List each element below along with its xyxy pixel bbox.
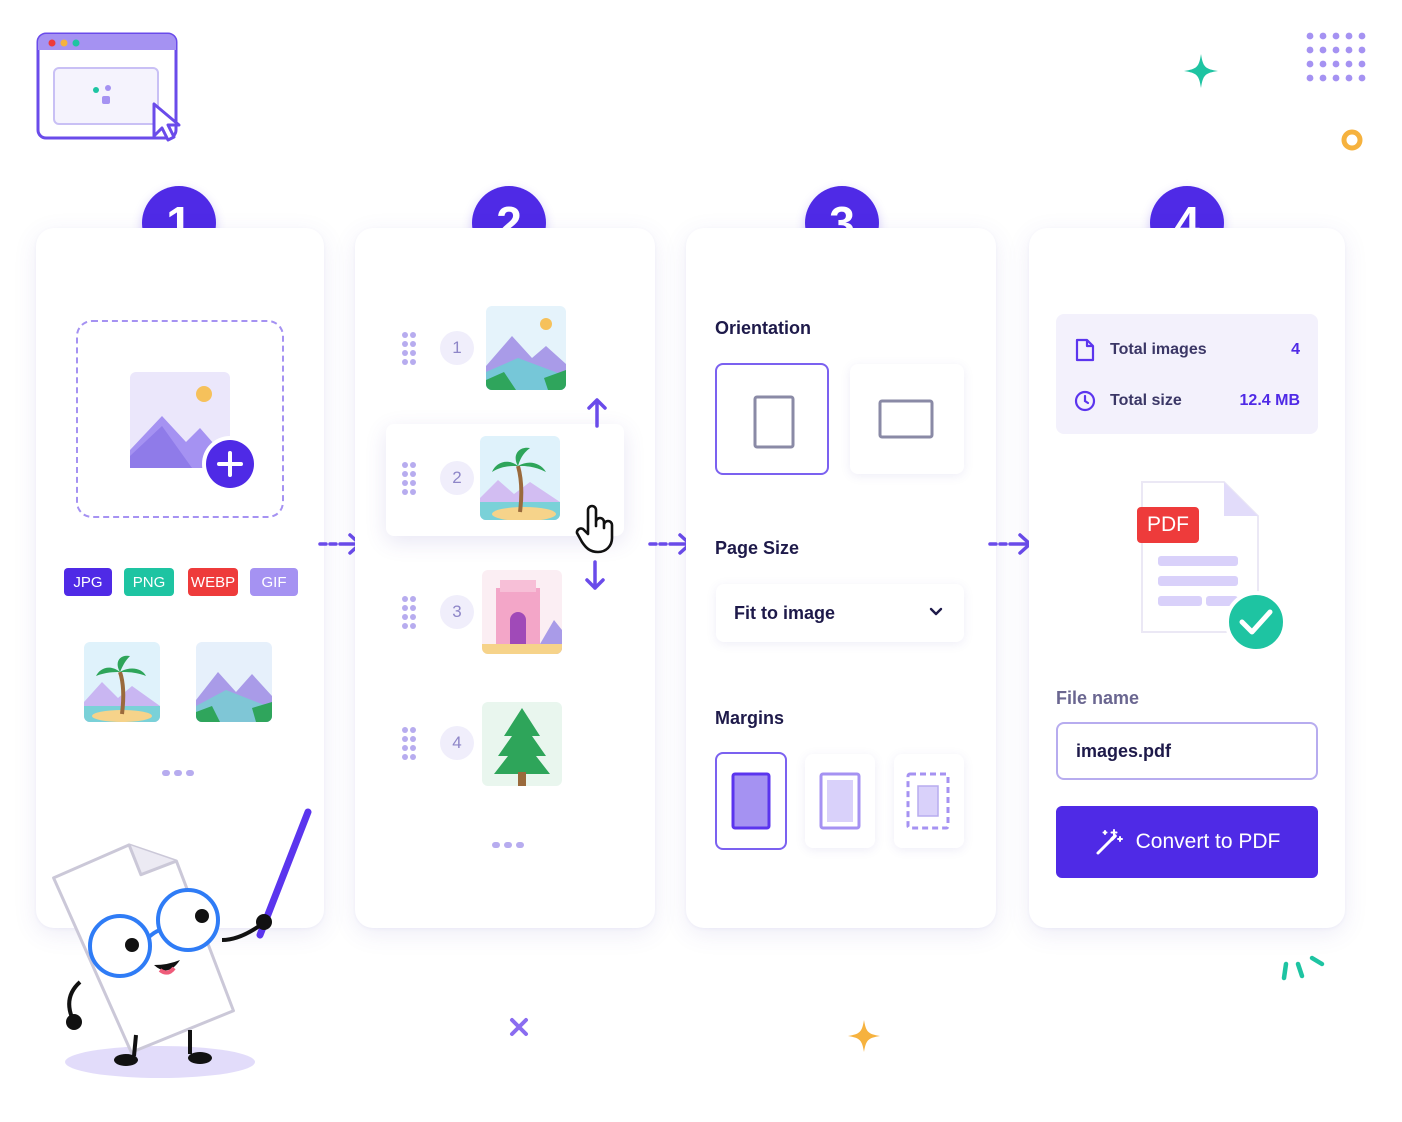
drag-handle-icon[interactable] (401, 331, 417, 365)
sparkle-green-icon (1182, 52, 1220, 90)
drag-handle-icon[interactable] (401, 726, 417, 760)
margins-label: Margins (715, 708, 785, 728)
summary-panel (1056, 314, 1318, 434)
total-size-value: 12.4 MB (1239, 392, 1300, 409)
drag-handle-icon[interactable] (401, 595, 417, 629)
format-chip-png: PNG (124, 568, 174, 596)
chevron-down-icon (928, 604, 944, 625)
margin-big-option[interactable] (894, 754, 964, 848)
total-images-label: Total images (1110, 341, 1207, 358)
dot-grid-decoration (1304, 30, 1368, 90)
ring-yellow-icon (1340, 128, 1364, 152)
page-order-number: 2 (440, 461, 474, 495)
reorder-thumbnail-4[interactable] (482, 702, 562, 786)
hand-cursor-icon (574, 502, 620, 554)
add-image-button[interactable] (206, 440, 254, 488)
orientation-landscape-option[interactable] (850, 364, 964, 474)
page-size-label: Page Size (715, 538, 800, 558)
x-mark-decoration-icon (508, 1016, 530, 1038)
page-size-select[interactable]: Fit to image (716, 584, 964, 642)
sparkle-yellow-icon (846, 1018, 882, 1054)
browser-window-icon (30, 28, 190, 148)
total-size-label: Total size (1110, 392, 1182, 409)
pdf-badge: PDF (1137, 507, 1199, 543)
reorder-thumbnail-3[interactable] (482, 570, 562, 654)
document-icon (1074, 338, 1096, 362)
move-down-arrow-icon (584, 560, 606, 592)
uploaded-thumbnail-palm (84, 642, 160, 722)
file-name-input[interactable]: images.pdf (1056, 722, 1318, 780)
orientation-portrait-option[interactable] (715, 363, 829, 475)
arrow-right-icon (988, 530, 1034, 558)
orientation-label: Orientation (715, 318, 812, 338)
more-images-indicator (162, 770, 194, 776)
image-placeholder-icon (128, 370, 258, 492)
move-up-arrow-icon (586, 396, 608, 428)
more-pages-indicator (492, 842, 524, 848)
pdf-mascot-illustration (40, 800, 330, 1090)
drag-handle-icon[interactable] (401, 461, 417, 495)
convert-button-label: Convert to PDF (1135, 830, 1281, 853)
burst-lines-decoration-icon (1276, 946, 1332, 982)
margin-none-option[interactable] (715, 752, 787, 850)
total-images-value: 4 (1291, 341, 1300, 358)
upload-dropzone[interactable] (76, 320, 284, 518)
margin-small-option[interactable] (805, 754, 875, 848)
file-name-label: File name (1056, 688, 1140, 708)
format-chip-webp: WEBP (188, 568, 238, 596)
page-order-number: 1 (440, 331, 474, 365)
pdf-document-icon (1134, 476, 1294, 656)
page-order-number: 3 (440, 595, 474, 629)
magic-wand-icon (1094, 827, 1124, 857)
convert-to-pdf-button[interactable]: Convert to PDF (1056, 806, 1318, 878)
reorder-thumbnail-1[interactable] (486, 306, 566, 390)
clock-icon (1074, 390, 1096, 412)
reorder-thumbnail-2[interactable] (480, 436, 560, 520)
format-chip-gif: GIF (250, 568, 298, 596)
page-order-number: 4 (440, 726, 474, 760)
uploaded-thumbnail-mountain (196, 642, 272, 722)
format-chip-jpg: JPG (64, 568, 112, 596)
page-size-value: Fit to image (734, 602, 836, 623)
